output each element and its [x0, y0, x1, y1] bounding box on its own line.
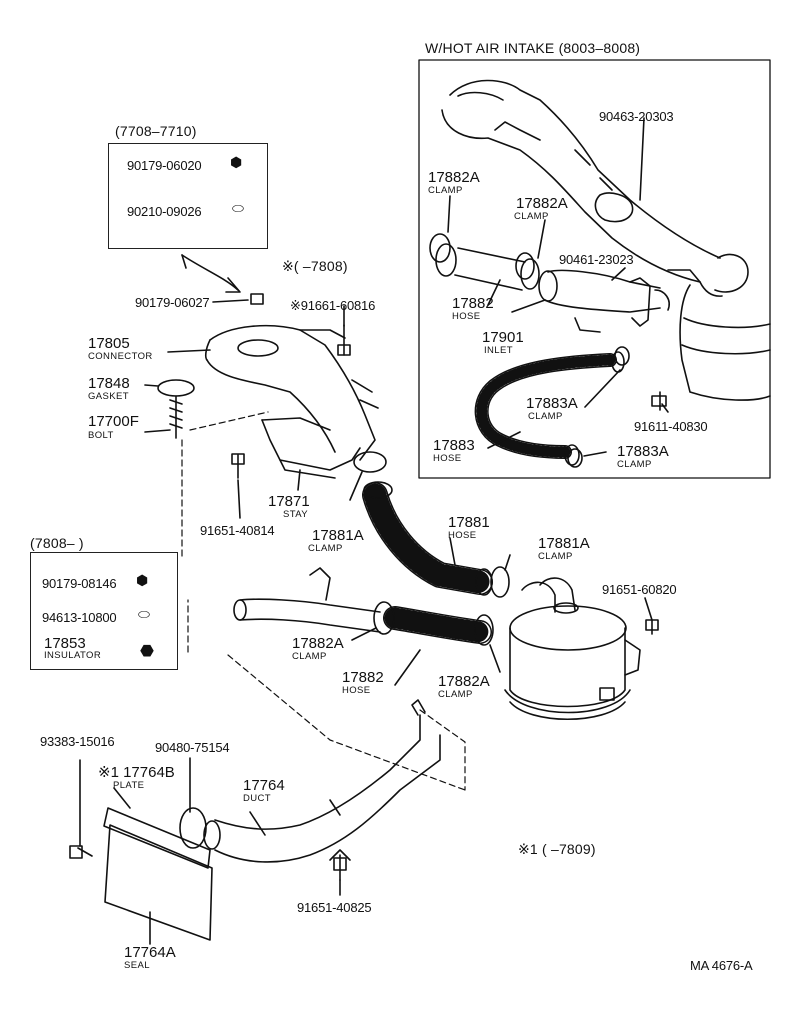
part-17764A: 17764A [124, 944, 176, 961]
hose-17881-drawing [362, 481, 493, 596]
inset-hose-17882-drawing [435, 243, 540, 291]
inset-inlet-17901-drawing [538, 269, 670, 333]
part-90179-06020: 90179-06020 [127, 158, 202, 173]
part-17882A-b-name: CLAMP [438, 689, 473, 700]
part-17901-name: INLET [484, 345, 513, 356]
duct-17764-drawing [214, 699, 441, 863]
part-17764A-name: SEAL [124, 960, 150, 971]
washer-icon: ⬭ [138, 606, 150, 622]
part-17883A-inset-b: 17883A [617, 443, 669, 460]
part-17881A-b: 17881A [538, 535, 590, 552]
part-17883-inset-name: HOSE [433, 453, 462, 464]
part-17881A-a: 17881A [312, 527, 364, 544]
part-17871: 17871 [268, 493, 310, 510]
part-90480-75154: 90480-75154 [155, 740, 230, 755]
main-pipe-drawing [233, 567, 381, 633]
part-17848: 17848 [88, 375, 130, 392]
part-17882-inset: 17882 [452, 295, 494, 312]
clamp-17881A-b-drawing [490, 566, 510, 598]
air-cleaner-drawing [504, 577, 641, 721]
part-17882-inset-name: HOSE [452, 311, 481, 322]
inset-air-cleaner-drawing [667, 269, 771, 401]
part-17881A-b-name: CLAMP [538, 551, 573, 562]
nut-icon: ⬢ [230, 154, 243, 170]
part-94613-10800: 94613-10800 [42, 610, 117, 625]
part-17764B: ※1 17764B [98, 764, 175, 781]
clamp-17882A-a-drawing [373, 601, 395, 635]
part-17764-name: DUCT [243, 793, 271, 804]
part-17901: 17901 [482, 329, 524, 346]
part-17882-name: HOSE [342, 685, 371, 696]
insulator-icon: ⬣ [140, 643, 154, 660]
hot-air-intake-frame [418, 59, 771, 479]
connector-17805-drawing [204, 324, 379, 461]
part-17853-name: INSULATOR [44, 650, 102, 661]
nut-icon: ⬢ [136, 572, 149, 588]
part-17882A-a: 17882A [292, 635, 344, 652]
part-90179-08146: 90179-08146 [42, 576, 117, 591]
hose-17882-main-drawing [383, 606, 492, 644]
hot-air-duct-drawing [441, 79, 749, 297]
part-17881-name: HOSE [448, 530, 477, 541]
part-17883-inset: 17883 [433, 437, 475, 454]
part-17882A-inset-a-name: CLAMP [428, 185, 463, 196]
part-93383-15016: 93383-15016 [40, 734, 115, 749]
part-90210-09026: 90210-09026 [127, 204, 202, 219]
part-90179-06027: 90179-06027 [135, 295, 210, 310]
part-17764B-name: PLATE [113, 780, 145, 791]
part-91651-60820: 91651-60820 [602, 582, 677, 597]
grommet-90480-75154-drawing [179, 807, 207, 849]
part-17871-name: STAY [283, 509, 309, 520]
box-7708-title: (7708–7710) [115, 123, 197, 139]
gasket-17848-drawing [157, 379, 195, 397]
arrow-drawing [181, 254, 239, 291]
part-17881A-a-name: CLAMP [308, 543, 343, 554]
box-7708-7710 [108, 143, 268, 249]
part-17882: 17882 [342, 669, 384, 686]
part-17848-name: GASKET [88, 391, 129, 402]
part-17882A-inset-a: 17882A [428, 169, 480, 186]
gasket-17881-drawing [353, 451, 387, 473]
nut-90179-06027-drawing [250, 293, 264, 305]
part-17700F-name: BOLT [88, 430, 114, 441]
part-17805: 17805 [88, 335, 130, 352]
clamp-17883A-inset-a [614, 346, 630, 366]
clamp-17883A-inset-b [567, 448, 583, 468]
box-7808-title: (7808– ) [30, 535, 84, 551]
part-91651-40825: 91651-40825 [297, 900, 372, 915]
inset-hose-17883-drawing [474, 351, 625, 466]
box-7808 [30, 552, 178, 670]
part-90461-23023: 90461-23023 [559, 252, 634, 267]
bolt-93383-15016-drawing [77, 847, 93, 857]
part-91651-40814: 91651-40814 [200, 523, 275, 538]
part-17882A-inset-b-name: CLAMP [514, 211, 549, 222]
part-17853: 17853 [44, 635, 86, 652]
part-17882A-b: 17882A [438, 673, 490, 690]
note-7808: ※( –7808) [282, 258, 348, 274]
clamp-17882A-b-drawing [474, 614, 494, 646]
plate-17764B-drawing [103, 807, 211, 869]
clamp-17882A-inset-a [429, 233, 451, 263]
part-17881: 17881 [448, 514, 490, 531]
part-17805-name: CONNECTOR [88, 351, 153, 362]
part-91611-40830: 91611-40830 [634, 419, 708, 434]
part-17700F: 17700F [88, 413, 139, 430]
reference-code: MA 4676-A [690, 958, 753, 973]
washer-icon: ⬭ [232, 200, 244, 216]
part-90463-20303: 90463-20303 [599, 109, 674, 124]
note-7809: ※1 ( –7809) [518, 841, 596, 857]
clamp-17882A-inset-b [515, 252, 535, 280]
hot-air-intake-header: W/HOT AIR INTAKE (8003–8008) [425, 40, 641, 56]
part-17764: 17764 [243, 777, 285, 794]
part-17882A-inset-b: 17882A [516, 195, 568, 212]
stay-17871-drawing [261, 417, 361, 479]
part-17882A-a-name: CLAMP [292, 651, 327, 662]
seal-17764A-drawing [104, 824, 213, 941]
part-91661-60816: ※91661-60816 [290, 298, 376, 313]
part-17883A-inset-a: 17883A [526, 395, 578, 412]
part-17883A-inset-a-name: CLAMP [528, 411, 563, 422]
part-17883A-inset-b-name: CLAMP [617, 459, 652, 470]
